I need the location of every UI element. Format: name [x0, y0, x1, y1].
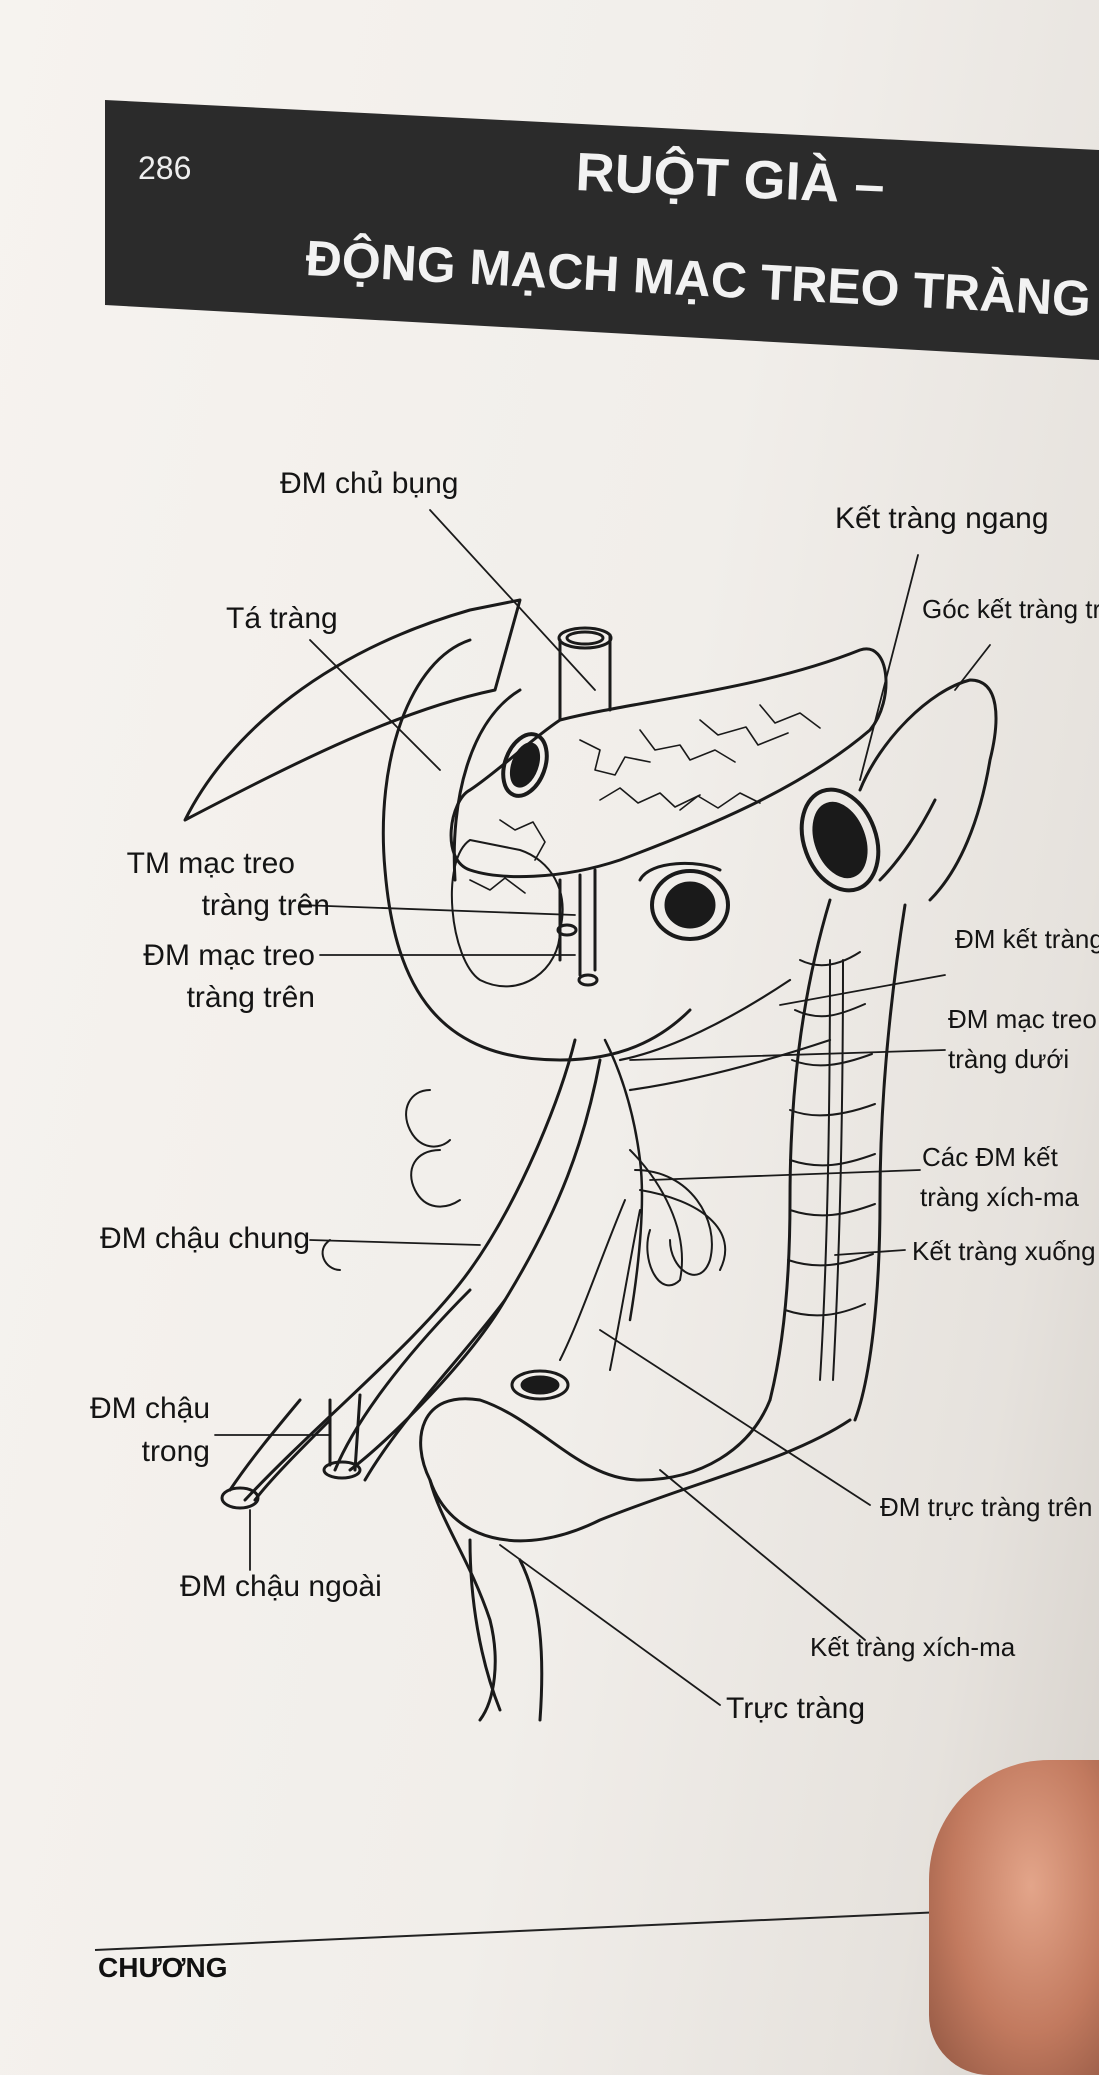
label-ket-trang-xich-ma: Kết tràng xích-ma: [810, 1632, 1016, 1662]
duodenum: [381, 638, 692, 1062]
abdominal-aorta: [558, 633, 612, 722]
transverse-colon-cut: [799, 787, 881, 893]
aorta-lumen: [557, 626, 613, 650]
page-number: 286: [138, 150, 192, 186]
footer-chapter: CHƯƠNG: [98, 1952, 228, 1983]
liver-edge: [183, 598, 522, 822]
label-dm-ket-trang-t: ĐM kết tràng T: [955, 924, 1099, 954]
label-ket-trang-ngang: Kết tràng ngang: [835, 502, 1049, 535]
label-dm-chau-trong-1: ĐM chậu: [90, 1392, 211, 1425]
pancreas: [449, 647, 888, 879]
aorta-descending: [243, 1038, 577, 1502]
splenic-flexure: [858, 678, 998, 902]
sigmoid-colon: [419, 1397, 852, 1543]
iliac-artery: [333, 1288, 507, 1482]
vertebrae: [321, 1089, 461, 1271]
sigmoid-cut: [510, 1369, 570, 1401]
label-tm-mac-treo-2: tràng trên: [201, 889, 330, 922]
label-cac-dm-ket-2: tràng xích-ma: [920, 1182, 1079, 1212]
leader-lines: [214, 509, 991, 1706]
label-goc-ket-trang-trai: Góc kết tràng trái: [922, 594, 1099, 624]
descending-colon: [768, 898, 907, 1422]
sma-smv: [558, 868, 597, 977]
external-iliac: [228, 1398, 332, 1502]
label-cac-dm-ket-1: Các ĐM kết: [922, 1142, 1058, 1172]
finger: [929, 1760, 1099, 2075]
label-dm-mac-treo-tren-1: ĐM mạc treo: [143, 939, 315, 972]
label-tm-mac-treo-1: TM mạc treo: [126, 847, 295, 880]
label-dm-chau-ngoai: ĐM chậu ngoài: [180, 1570, 382, 1603]
title-line-1: RUỘT GIÀ –: [574, 141, 885, 215]
pancreas-texture: [469, 704, 821, 894]
label-dm-mac-treo-duoi-1: ĐM mạc treo: [948, 1004, 1097, 1034]
label-dm-mac-treo-duoi-2: tràng dưới: [948, 1044, 1070, 1074]
cut-bowel: [650, 869, 730, 941]
label-dm-chau-trong-2: trong: [141, 1435, 210, 1468]
label-dm-truc-trang-tren: ĐM trực tràng trên: [880, 1492, 1093, 1522]
pancreatic-head: [450, 839, 564, 988]
rectum: [468, 1538, 544, 1722]
cut-vessel-left: [501, 732, 549, 798]
label-truc-trang: Trực tràng: [726, 1692, 865, 1725]
internal-iliac: [328, 1393, 362, 1472]
label-dm-chu-bung: ĐM chủ bụng: [280, 467, 459, 500]
label-dm-chau-chung: ĐM chậu chung: [100, 1222, 311, 1255]
label-ket-trang-xuong: Kết tràng xuống: [912, 1236, 1096, 1266]
label-dm-mac-treo-tren-2: tràng trên: [186, 981, 315, 1014]
header-band: RUỘT GIÀ – ĐỘNG MẠCH MẠC TREO TRÀNG DƯỚI: [105, 100, 1099, 360]
left-colic-artery: [618, 978, 792, 1062]
label-ta-trang: Tá tràng: [226, 602, 338, 635]
